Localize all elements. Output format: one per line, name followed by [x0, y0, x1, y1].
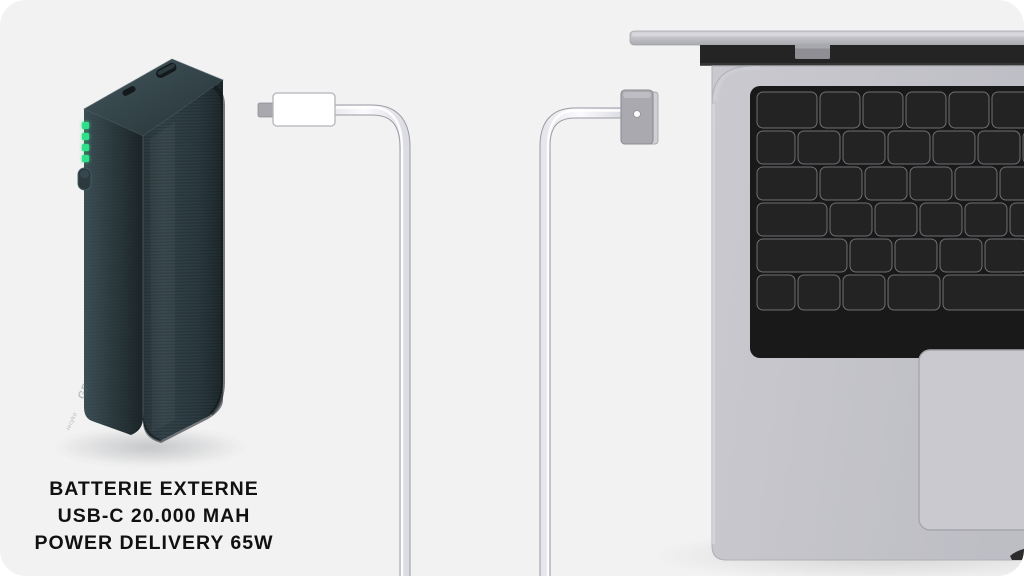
key	[909, 166, 953, 201]
magsafe-connector	[620, 89, 659, 145]
key	[1009, 202, 1024, 237]
usb-c-connector-tip	[257, 102, 275, 118]
power-bank-top-face	[84, 59, 223, 136]
key	[984, 238, 1024, 273]
power-bank: GP recyko	[54, 58, 246, 467]
key	[874, 202, 918, 237]
key	[756, 274, 796, 311]
usb-c-cable-highlight	[330, 106, 404, 576]
key	[919, 202, 963, 237]
key	[862, 91, 904, 129]
laptop-hinge-band	[700, 45, 1024, 65]
usb-c-connector-highlight	[276, 96, 332, 102]
key	[797, 274, 841, 311]
key	[948, 91, 990, 129]
power-button-highlight	[80, 170, 89, 178]
usb-a-port-inner	[157, 63, 175, 75]
magsafe-status-led	[633, 110, 641, 118]
laptop-corner-highlight	[712, 66, 760, 102]
caption-line-3: POWER DELIVERY 65W	[34, 532, 274, 554]
battery-led-indicators	[82, 122, 89, 162]
laptop	[629, 30, 1024, 576]
caption-line-1: BATTERIE EXTERNE	[49, 478, 259, 500]
trackpad	[918, 349, 1024, 531]
laptop-body-corner	[711, 65, 753, 105]
battery-led	[82, 133, 89, 140]
power-bank-bottom-shade	[143, 384, 223, 443]
key	[1022, 130, 1024, 165]
key	[954, 166, 998, 201]
key	[905, 91, 947, 129]
key	[977, 130, 1021, 165]
key	[999, 166, 1024, 201]
key	[819, 91, 861, 129]
laptop-hinge-port	[795, 45, 830, 59]
key	[864, 166, 908, 201]
key	[756, 202, 828, 237]
magsafe-connector-highlight	[623, 92, 651, 98]
product-caption: BATTERIE EXTERNE USB-C 20.000 MAH POWER …	[0, 476, 308, 557]
magsafe-cable-highlight	[546, 109, 622, 576]
usb-c-cable	[330, 104, 411, 576]
laptop-front-notch	[1010, 547, 1024, 560]
key	[797, 130, 841, 165]
laptop-left-highlight	[712, 104, 715, 544]
key	[842, 130, 886, 165]
key	[819, 166, 863, 201]
key	[964, 202, 1008, 237]
key	[991, 91, 1024, 129]
laptop-hinge-shade	[700, 63, 1024, 66]
power-bank-left-texture	[84, 109, 143, 435]
usb-c-connector	[257, 92, 336, 127]
key	[842, 274, 886, 311]
battery-led	[82, 155, 89, 162]
key	[887, 274, 941, 311]
power-bank-front-texture	[143, 80, 223, 441]
key	[756, 130, 796, 165]
key	[756, 166, 818, 201]
key	[894, 238, 938, 273]
power-bank-ports	[122, 62, 177, 96]
power-bank-shadow	[54, 427, 246, 467]
key	[756, 91, 818, 129]
keyboard-keys	[756, 91, 1024, 311]
laptop-lid-edge	[629, 30, 1024, 46]
caption-line-2: USB-C 20.000 MAH	[57, 505, 251, 527]
spacebar-key	[942, 274, 1024, 311]
key	[829, 202, 873, 237]
battery-led	[82, 144, 89, 151]
magsafe-cable	[539, 107, 622, 576]
key	[939, 238, 983, 273]
battery-led	[82, 122, 89, 129]
usb-c-port	[122, 86, 136, 96]
key	[756, 238, 848, 273]
key	[887, 130, 931, 165]
power-bank-front-sheen	[150, 122, 175, 432]
key	[849, 238, 893, 273]
key	[932, 130, 976, 165]
